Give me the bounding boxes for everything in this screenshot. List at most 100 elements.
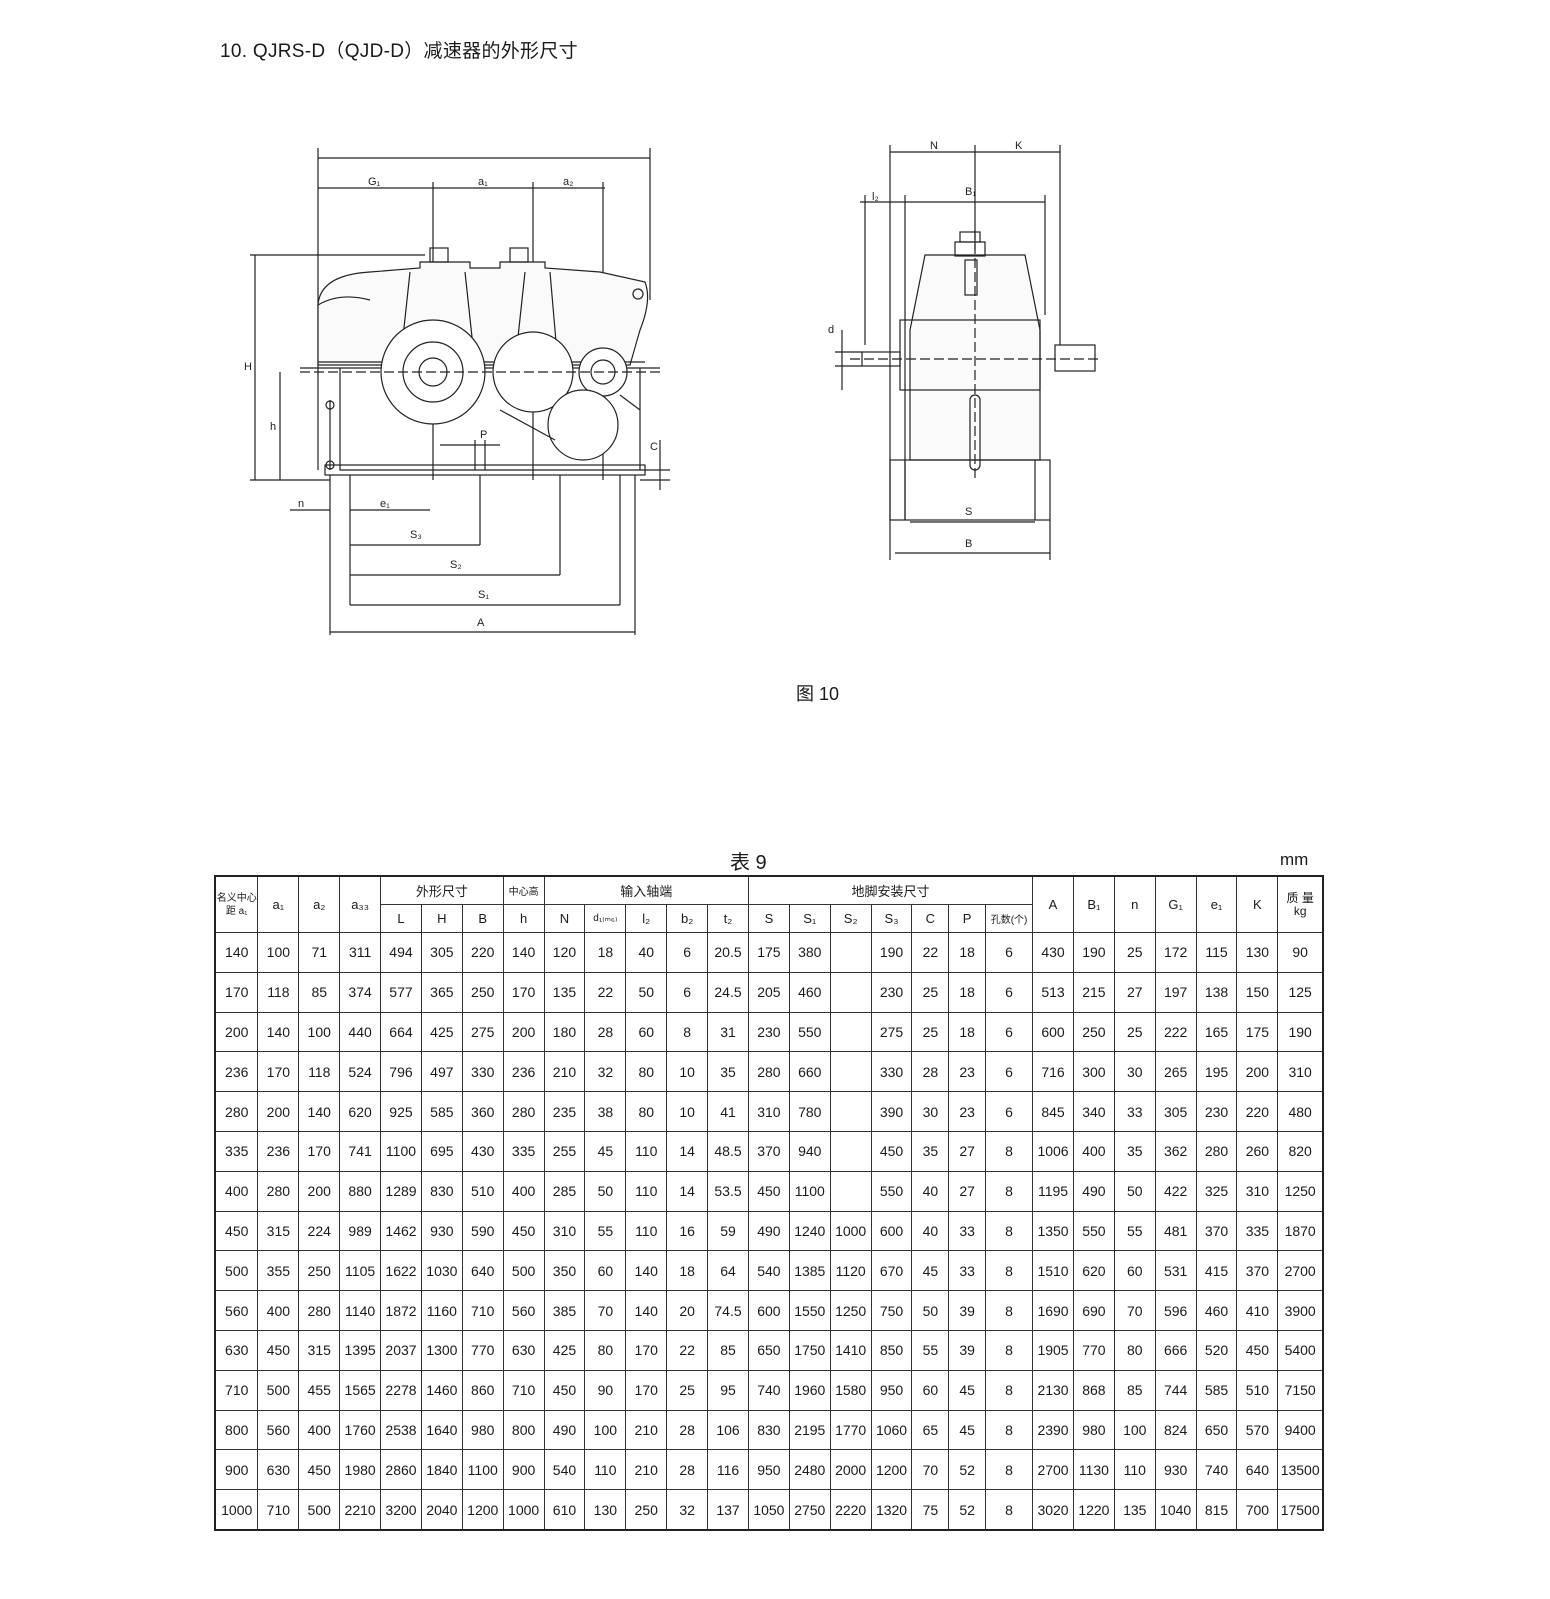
table-cell: 250	[625, 1489, 668, 1531]
table-cell: 700	[1236, 1489, 1279, 1531]
table-cell: 1289	[380, 1170, 422, 1212]
table-cell: 330	[870, 1051, 913, 1093]
table-cell: 22	[911, 932, 950, 973]
label-S3: S₃	[410, 529, 422, 541]
table-cell: 600	[747, 1290, 790, 1331]
table-cell: 236	[502, 1051, 545, 1093]
table-cell: 230	[747, 1011, 790, 1053]
table-cell: 60	[911, 1369, 950, 1411]
table-cell: 450	[257, 1329, 300, 1371]
table-cell: 25	[1113, 1011, 1156, 1053]
label-S: S	[965, 506, 972, 518]
table-cell: 1006	[1032, 1130, 1074, 1172]
table-cell: 400	[214, 1170, 259, 1212]
table-cell: 175	[1236, 1011, 1279, 1053]
table-cell: 25	[911, 1011, 950, 1053]
table-cell: 95	[707, 1369, 749, 1411]
table-cell: 55	[911, 1329, 950, 1371]
table-cell: 716	[1032, 1051, 1074, 1093]
table-cell: 450	[543, 1369, 586, 1411]
table-cell: 80	[625, 1091, 668, 1132]
table-cell: 1510	[1032, 1250, 1074, 1292]
table-cell: 830	[420, 1170, 463, 1212]
table-cell: 740	[747, 1369, 790, 1411]
table-cell: 280	[747, 1051, 790, 1093]
table-cell: 28	[666, 1409, 709, 1451]
table-cell: 30	[1113, 1051, 1156, 1093]
table-cell: 650	[747, 1329, 790, 1371]
table-cell: 1200	[870, 1449, 913, 1491]
table-cell: 2700	[1277, 1250, 1324, 1292]
table-cell: 315	[257, 1210, 300, 1252]
table-cell: 365	[420, 971, 463, 1013]
table-cell: 230	[870, 971, 913, 1013]
table-cell: 2210	[339, 1489, 382, 1531]
table-cell: 1000	[214, 1489, 259, 1531]
table-cell: 305	[1154, 1091, 1197, 1132]
table-cell: 490	[1072, 1170, 1115, 1212]
table-cell: 925	[380, 1091, 422, 1132]
table-cell: 33	[948, 1210, 987, 1252]
table-cell: 305	[420, 932, 463, 973]
table-cell: 664	[380, 1011, 422, 1053]
table-cell: 110	[1113, 1449, 1156, 1491]
table-cell: 577	[380, 971, 422, 1013]
table-cell: 440	[339, 1011, 382, 1053]
table-cell: 45	[911, 1250, 950, 1292]
table-cell: 310	[543, 1210, 586, 1252]
table-cell: 695	[420, 1130, 463, 1172]
table-cell: 140	[625, 1250, 668, 1292]
table-cell: 1220	[1072, 1489, 1115, 1531]
th-holes: 孔数(个)	[985, 904, 1034, 933]
table-cell: 860	[461, 1369, 504, 1411]
table-cell: 39	[948, 1329, 987, 1371]
table-cell: 989	[339, 1210, 382, 1252]
table-cell: 100	[1113, 1409, 1156, 1451]
table-cell: 585	[1195, 1369, 1238, 1411]
table-cell: 25	[911, 971, 950, 1013]
th-t2: t₂	[707, 904, 749, 933]
table-cell: 385	[543, 1290, 586, 1331]
table-cell: 390	[870, 1091, 913, 1132]
table-cell: 450	[298, 1449, 341, 1491]
th-input-shaft: 输入轴端	[543, 875, 749, 905]
table-cell: 2538	[380, 1409, 422, 1451]
table-cell: 796	[380, 1051, 422, 1093]
th-N: N	[543, 904, 586, 933]
table-cell: 250	[1072, 1011, 1115, 1053]
table-cell: 422	[1154, 1170, 1197, 1212]
table-cell: 1750	[788, 1329, 831, 1371]
table-cell: 55	[1113, 1210, 1156, 1252]
table-cell: 497	[420, 1051, 463, 1093]
table-cell: 950	[870, 1369, 913, 1411]
th-foot-mount: 地脚安装尺寸	[747, 875, 1034, 905]
table-cell: 1460	[420, 1369, 463, 1411]
dimension-table: 名义中心距 a₁ a₁ a₂ a₃₃ 外形尺寸 中心高 输入轴端 地脚安装尺寸 …	[214, 875, 1324, 1531]
table-cell: 100	[584, 1409, 627, 1451]
th-L: L	[380, 904, 422, 933]
table-cell	[829, 1091, 872, 1132]
table-cell: 23	[948, 1051, 987, 1093]
table-cell: 140	[257, 1011, 300, 1053]
table-cell: 550	[788, 1011, 831, 1053]
table-cell: 180	[543, 1011, 586, 1053]
th-B: B	[461, 904, 504, 933]
table-cell: 6	[985, 1051, 1034, 1093]
table-cell: 265	[1154, 1051, 1197, 1093]
table-cell: 600	[1032, 1011, 1074, 1053]
th-a3: a₃₃	[339, 875, 382, 933]
table-cell: 640	[461, 1250, 504, 1292]
table-cell: 35	[911, 1130, 950, 1172]
table-cell: 8	[985, 1290, 1034, 1331]
table-cell: 60	[584, 1250, 627, 1292]
table-cell: 494	[380, 932, 422, 973]
th-K: K	[1236, 875, 1279, 933]
table-cell: 815	[1195, 1489, 1238, 1531]
table-cell: 170	[502, 971, 545, 1013]
table-cell: 125	[1277, 971, 1324, 1013]
table-cell: 2195	[788, 1409, 831, 1451]
table-cell: 2037	[380, 1329, 422, 1371]
table-cell: 1120	[829, 1250, 872, 1292]
table-cell: 10	[666, 1051, 709, 1093]
table-cell: 1200	[461, 1489, 504, 1531]
